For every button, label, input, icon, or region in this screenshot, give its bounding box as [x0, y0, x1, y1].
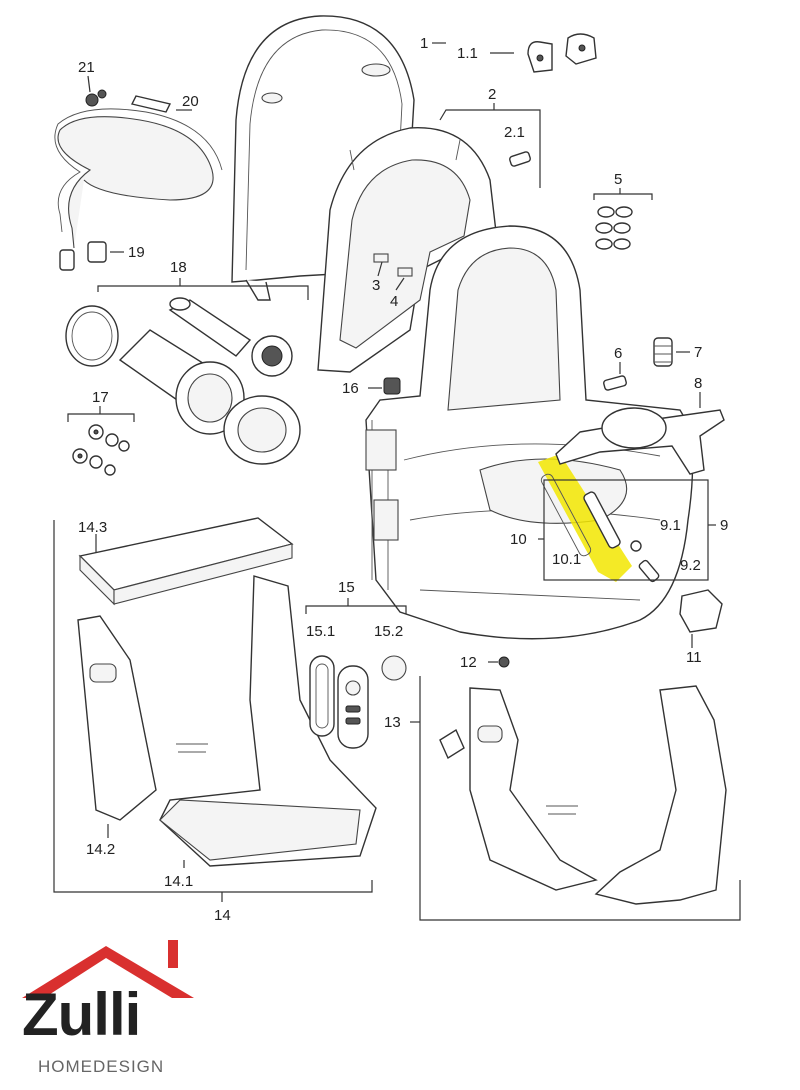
label-20: 20 [182, 93, 199, 110]
label-13: 13 [384, 714, 401, 731]
leader-17-bracket [67, 413, 135, 422]
part-19-connector[interactable] [87, 241, 107, 263]
part-8-mounting-bracket[interactable] [555, 407, 725, 475]
part-16-fastener[interactable] [383, 377, 401, 395]
label-21: 21 [78, 59, 95, 76]
part-6-bolt[interactable] [603, 375, 627, 391]
part-14-3-top-cover[interactable] [78, 517, 294, 606]
part-11-cover-cap[interactable] [679, 589, 723, 633]
label-8: 8 [694, 375, 702, 392]
part-14-1-side-cover[interactable] [77, 575, 377, 867]
leader-18-bracket [97, 285, 309, 300]
label-9-1: 9.1 [660, 517, 681, 534]
leader-3 [377, 261, 383, 277]
label-15-1: 15.1 [306, 623, 335, 640]
label-19: 19 [128, 244, 145, 261]
part-7-valve[interactable] [653, 337, 673, 367]
label-7: 7 [694, 344, 702, 361]
bracket-14 [53, 520, 373, 893]
part-13-side-panels[interactable] [439, 685, 727, 905]
label-14: 14 [214, 907, 231, 924]
label-2: 2 [488, 86, 496, 103]
label-14-2: 14.2 [86, 841, 115, 858]
label-12: 12 [460, 654, 477, 671]
part-10-1-highlight[interactable] [538, 454, 632, 582]
label-1-1: 1.1 [457, 45, 478, 62]
zulli-logo-roof [22, 940, 194, 998]
highlight-marker [538, 454, 632, 582]
part-1-1-hinge-clips[interactable] [527, 33, 597, 73]
label-10-1: 10.1 [552, 551, 581, 568]
part-2-seat-ring[interactable] [317, 127, 497, 373]
label-6: 6 [614, 345, 622, 362]
part-18-flush-pipe-set[interactable] [65, 297, 301, 465]
label-15-2: 15.2 [374, 623, 403, 640]
part-5-buffer-set[interactable] [595, 206, 633, 250]
label-5: 5 [614, 171, 622, 188]
zulli-logo-subtitle: HOMEDESIGN [38, 1057, 165, 1076]
label-18: 18 [170, 259, 187, 276]
zulli-logo-wordmark: Zulli [22, 981, 141, 1048]
callout-box-10 [543, 479, 709, 581]
part-2-1-buffer[interactable] [509, 151, 531, 167]
label-3: 3 [372, 277, 380, 294]
label-14-1: 14.1 [164, 873, 193, 890]
label-15: 15 [338, 579, 355, 596]
label-11: 11 [686, 649, 702, 666]
label-17: 17 [92, 389, 109, 406]
part-15-2-remote-control[interactable] [337, 655, 407, 749]
label-10: 10 [510, 531, 527, 548]
part-21-screw[interactable] [85, 89, 107, 107]
leader-5-bracket [593, 193, 653, 200]
label-16: 16 [342, 380, 359, 397]
label-14-3: 14.3 [78, 519, 107, 536]
label-9-2: 9.2 [680, 557, 701, 574]
part-12-screw[interactable] [498, 656, 510, 668]
label-1: 1 [420, 35, 428, 52]
leader-15-bracket [305, 605, 407, 614]
part-20-water-hose[interactable] [54, 95, 223, 271]
leader-4 [395, 277, 405, 291]
label-2-1: 2.1 [504, 124, 525, 141]
label-4: 4 [390, 293, 398, 310]
part-9-nozzle-assembly[interactable] [583, 491, 660, 583]
label-9: 9 [720, 517, 728, 534]
leader-2-bracket [439, 109, 541, 188]
leader-21 [87, 75, 91, 93]
part-17-screws-washers[interactable] [72, 424, 130, 476]
bracket-13 [419, 676, 741, 921]
part-15-1-wall-holder[interactable] [309, 655, 335, 737]
